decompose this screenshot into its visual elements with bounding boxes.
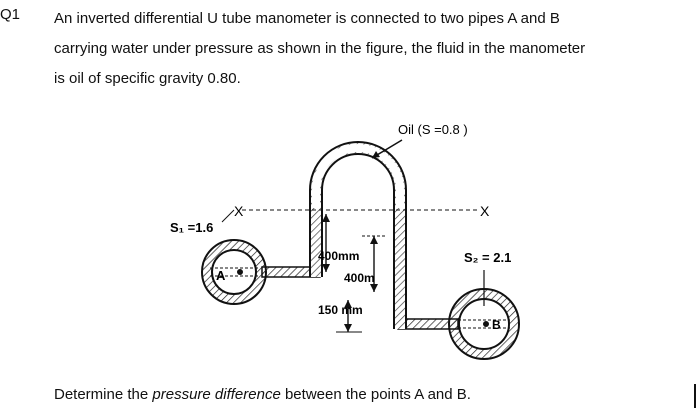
page-edge-mark — [694, 384, 696, 408]
question-line-1: An inverted differential U tube manomete… — [54, 10, 560, 27]
oil-label: Oil (S =0.8 ) — [398, 122, 468, 137]
question-number: Q1 — [0, 6, 21, 23]
oil-arrowhead — [372, 151, 380, 158]
prompt-after: between the points A and B. — [280, 386, 471, 403]
manometer-figure: Oil (S =0.8 ) X X S₁ =1.6 S₂ = 2.1 400mm… — [150, 110, 550, 370]
question-line-2: carrying water under pressure as shown i… — [54, 40, 586, 57]
s1-label: S₁ =1.6 — [170, 220, 213, 235]
x-right-label: X — [480, 203, 490, 219]
s1-leader — [221, 209, 235, 223]
dim-400mm-right — [362, 235, 386, 292]
question-text: An inverted differential U tube manomete… — [54, 4, 694, 94]
s2-label: S₂ = 2.1 — [464, 250, 511, 265]
x-left-label: X — [234, 203, 244, 219]
prompt-emphasis: pressure difference — [152, 386, 281, 403]
manometer-diagram: Oil (S =0.8 ) X X S₁ =1.6 S₂ = 2.1 400mm… — [170, 122, 520, 360]
pipe-b — [448, 288, 520, 360]
dim-400mm-right-label: 400m — [344, 271, 375, 285]
prompt-before: Determine the — [54, 386, 153, 403]
point-b-label: B — [492, 318, 501, 332]
dim-400mm-left — [322, 214, 330, 272]
dim-150mm-label: 150 mm — [318, 303, 363, 317]
question-prompt: Determine the pressure difference betwee… — [54, 386, 471, 403]
question-line-3: is oil of specific gravity 0.80. — [54, 70, 241, 87]
point-a-label: A — [216, 268, 226, 283]
pipe-a — [201, 239, 267, 305]
dim-400mm-left-label: 400mm — [318, 249, 359, 263]
inverted-u-tube — [309, 141, 407, 329]
dim-150mm — [336, 300, 362, 333]
